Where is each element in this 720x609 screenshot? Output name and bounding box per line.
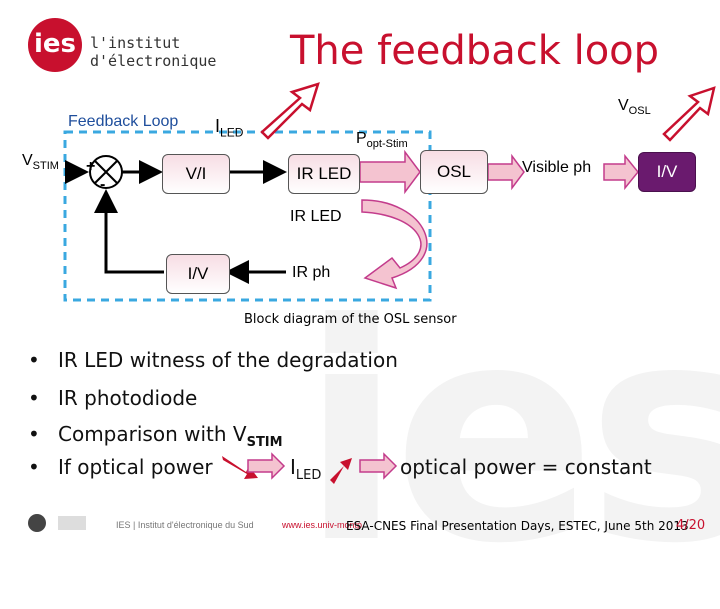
page-number: 4/20: [676, 518, 706, 533]
iv-box-bottom: I/V: [166, 254, 230, 294]
logo-line-1: l'institut: [90, 34, 181, 52]
item4-iled: ILED: [290, 455, 322, 483]
um-logo: [58, 516, 86, 530]
ir-curved-arrow: [361, 199, 428, 290]
ir-led-label-2: IR LED: [290, 208, 342, 225]
iled-label: ILED: [215, 116, 244, 140]
feedback-return-line: [94, 189, 164, 274]
vosl-increase-arrow: [662, 86, 716, 142]
diagram-svg: [63, 82, 716, 484]
popt-arrow: [359, 149, 421, 195]
plus-sign: +: [86, 158, 96, 175]
decrease-arrow: [222, 456, 258, 479]
increase-arrow: [330, 458, 352, 484]
osl-to-visible-arrow: [487, 153, 525, 191]
osl-box: OSL: [420, 150, 488, 194]
ir-led-box: IR LED: [288, 154, 360, 194]
iv-box-right: I/V: [638, 152, 696, 192]
feedback-loop-boundary: [63, 130, 432, 302]
vstim-label: VSTIM: [22, 152, 59, 173]
footer: IES | Institut d'électronique du Sud www…: [0, 512, 720, 540]
implies-arrow-2: [359, 452, 398, 480]
logo-text: l'institut d'électronique: [90, 34, 216, 70]
iled-increase-arrow: [260, 82, 320, 140]
ies-logo: ies: [28, 18, 82, 72]
ir-ph-label: IR ph: [292, 264, 331, 281]
feedback-loop-label: Feedback Loop: [68, 113, 179, 130]
footer-org: IES | Institut d'électronique du Sud: [116, 520, 254, 530]
item4-suffix: optical power = constant: [400, 455, 652, 479]
item4-prefix: If optical power: [58, 455, 213, 479]
slide-title: The feedback loop: [290, 28, 660, 74]
visible-ph-label: Visible ph: [522, 159, 592, 176]
visible-to-iv-arrow: [603, 153, 639, 191]
logo-line-2: d'électronique: [90, 52, 217, 70]
implies-arrow-1: [247, 452, 286, 480]
minus-sign: -: [100, 176, 106, 193]
popt-stim-label: Popt-Stim: [356, 130, 408, 151]
vosl-label: VOSL: [618, 97, 651, 118]
footer-event: ESA-CNES Final Presentation Days, ESTEC,…: [346, 519, 689, 533]
footer-url: www.ies.univ-montp: [282, 520, 363, 530]
vi-box: V/I: [162, 154, 230, 194]
diagram-caption: Block diagram of the OSL sensor: [244, 312, 457, 327]
cnrs-logo: [28, 514, 46, 532]
